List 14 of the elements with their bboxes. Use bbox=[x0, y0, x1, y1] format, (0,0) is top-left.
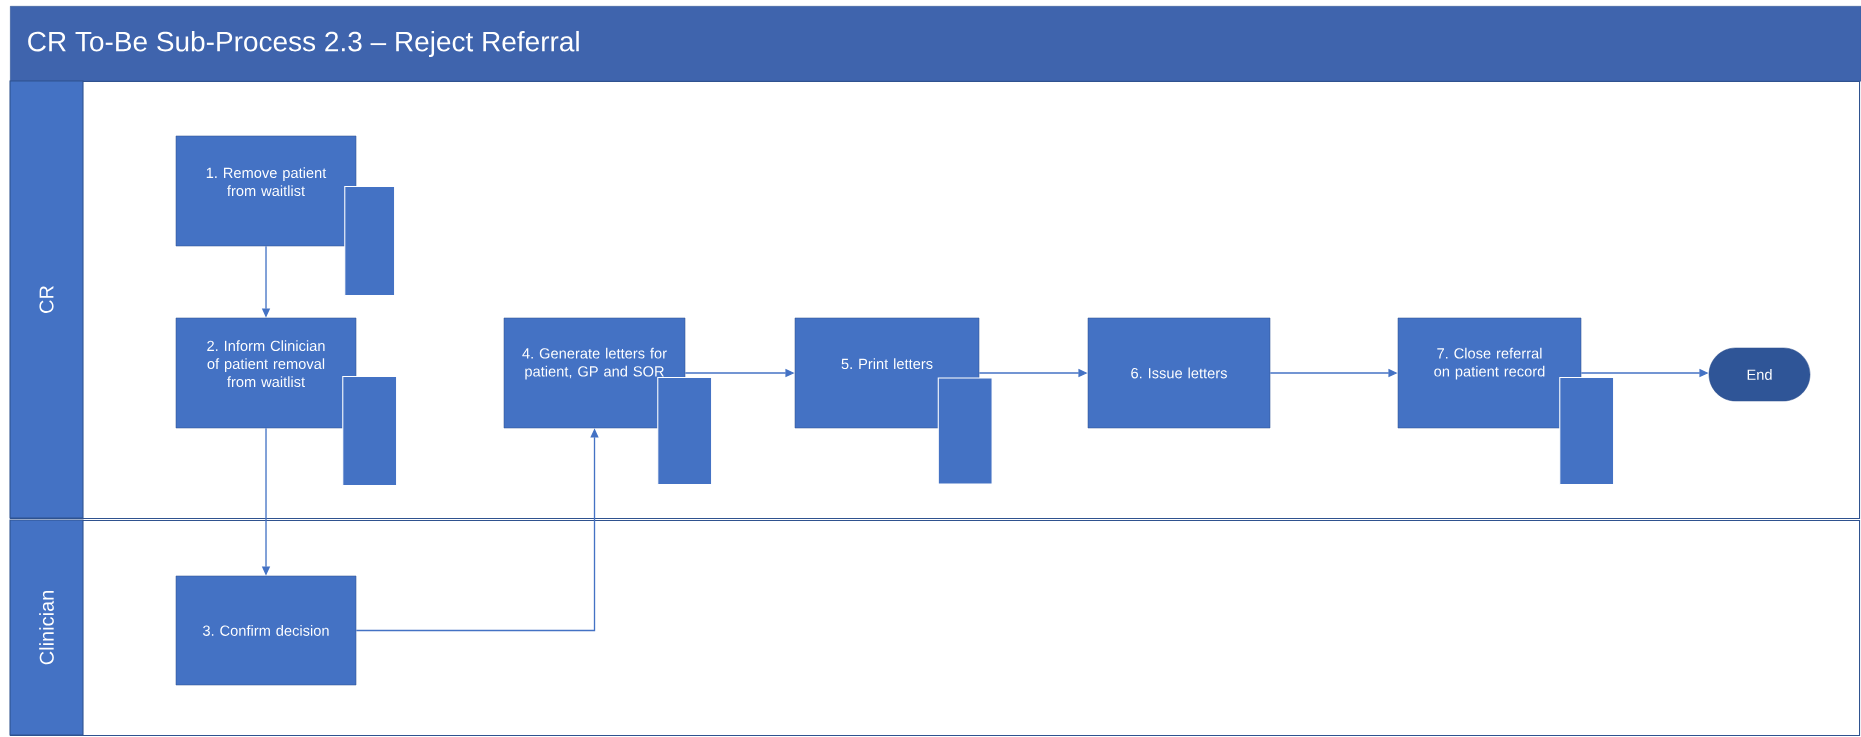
database-cylinder bbox=[344, 185, 396, 297]
process-box: 5. Print letters bbox=[794, 317, 980, 429]
process-box: 7. Close referral on patient record bbox=[1397, 317, 1582, 429]
process-box: 4. Generate letters for patient, GP and SOR bbox=[503, 317, 686, 429]
terminator: End bbox=[1708, 347, 1811, 402]
process-box: 2. Inform Clinician of patient removal from waitlist bbox=[175, 317, 357, 429]
process-box: 3. Confirm decision bbox=[175, 575, 357, 686]
database-cylinder bbox=[657, 376, 713, 486]
process-box: 1. Remove patient from waitlist bbox=[175, 135, 357, 247]
database-cylinder bbox=[1559, 376, 1615, 486]
database-cylinder bbox=[342, 375, 398, 487]
process-box: 6. Issue letters bbox=[1087, 317, 1271, 429]
database-cylinder bbox=[937, 377, 993, 485]
title-bar: CR To-Be Sub-Process 2.3 – Reject Referral bbox=[10, 6, 1861, 82]
